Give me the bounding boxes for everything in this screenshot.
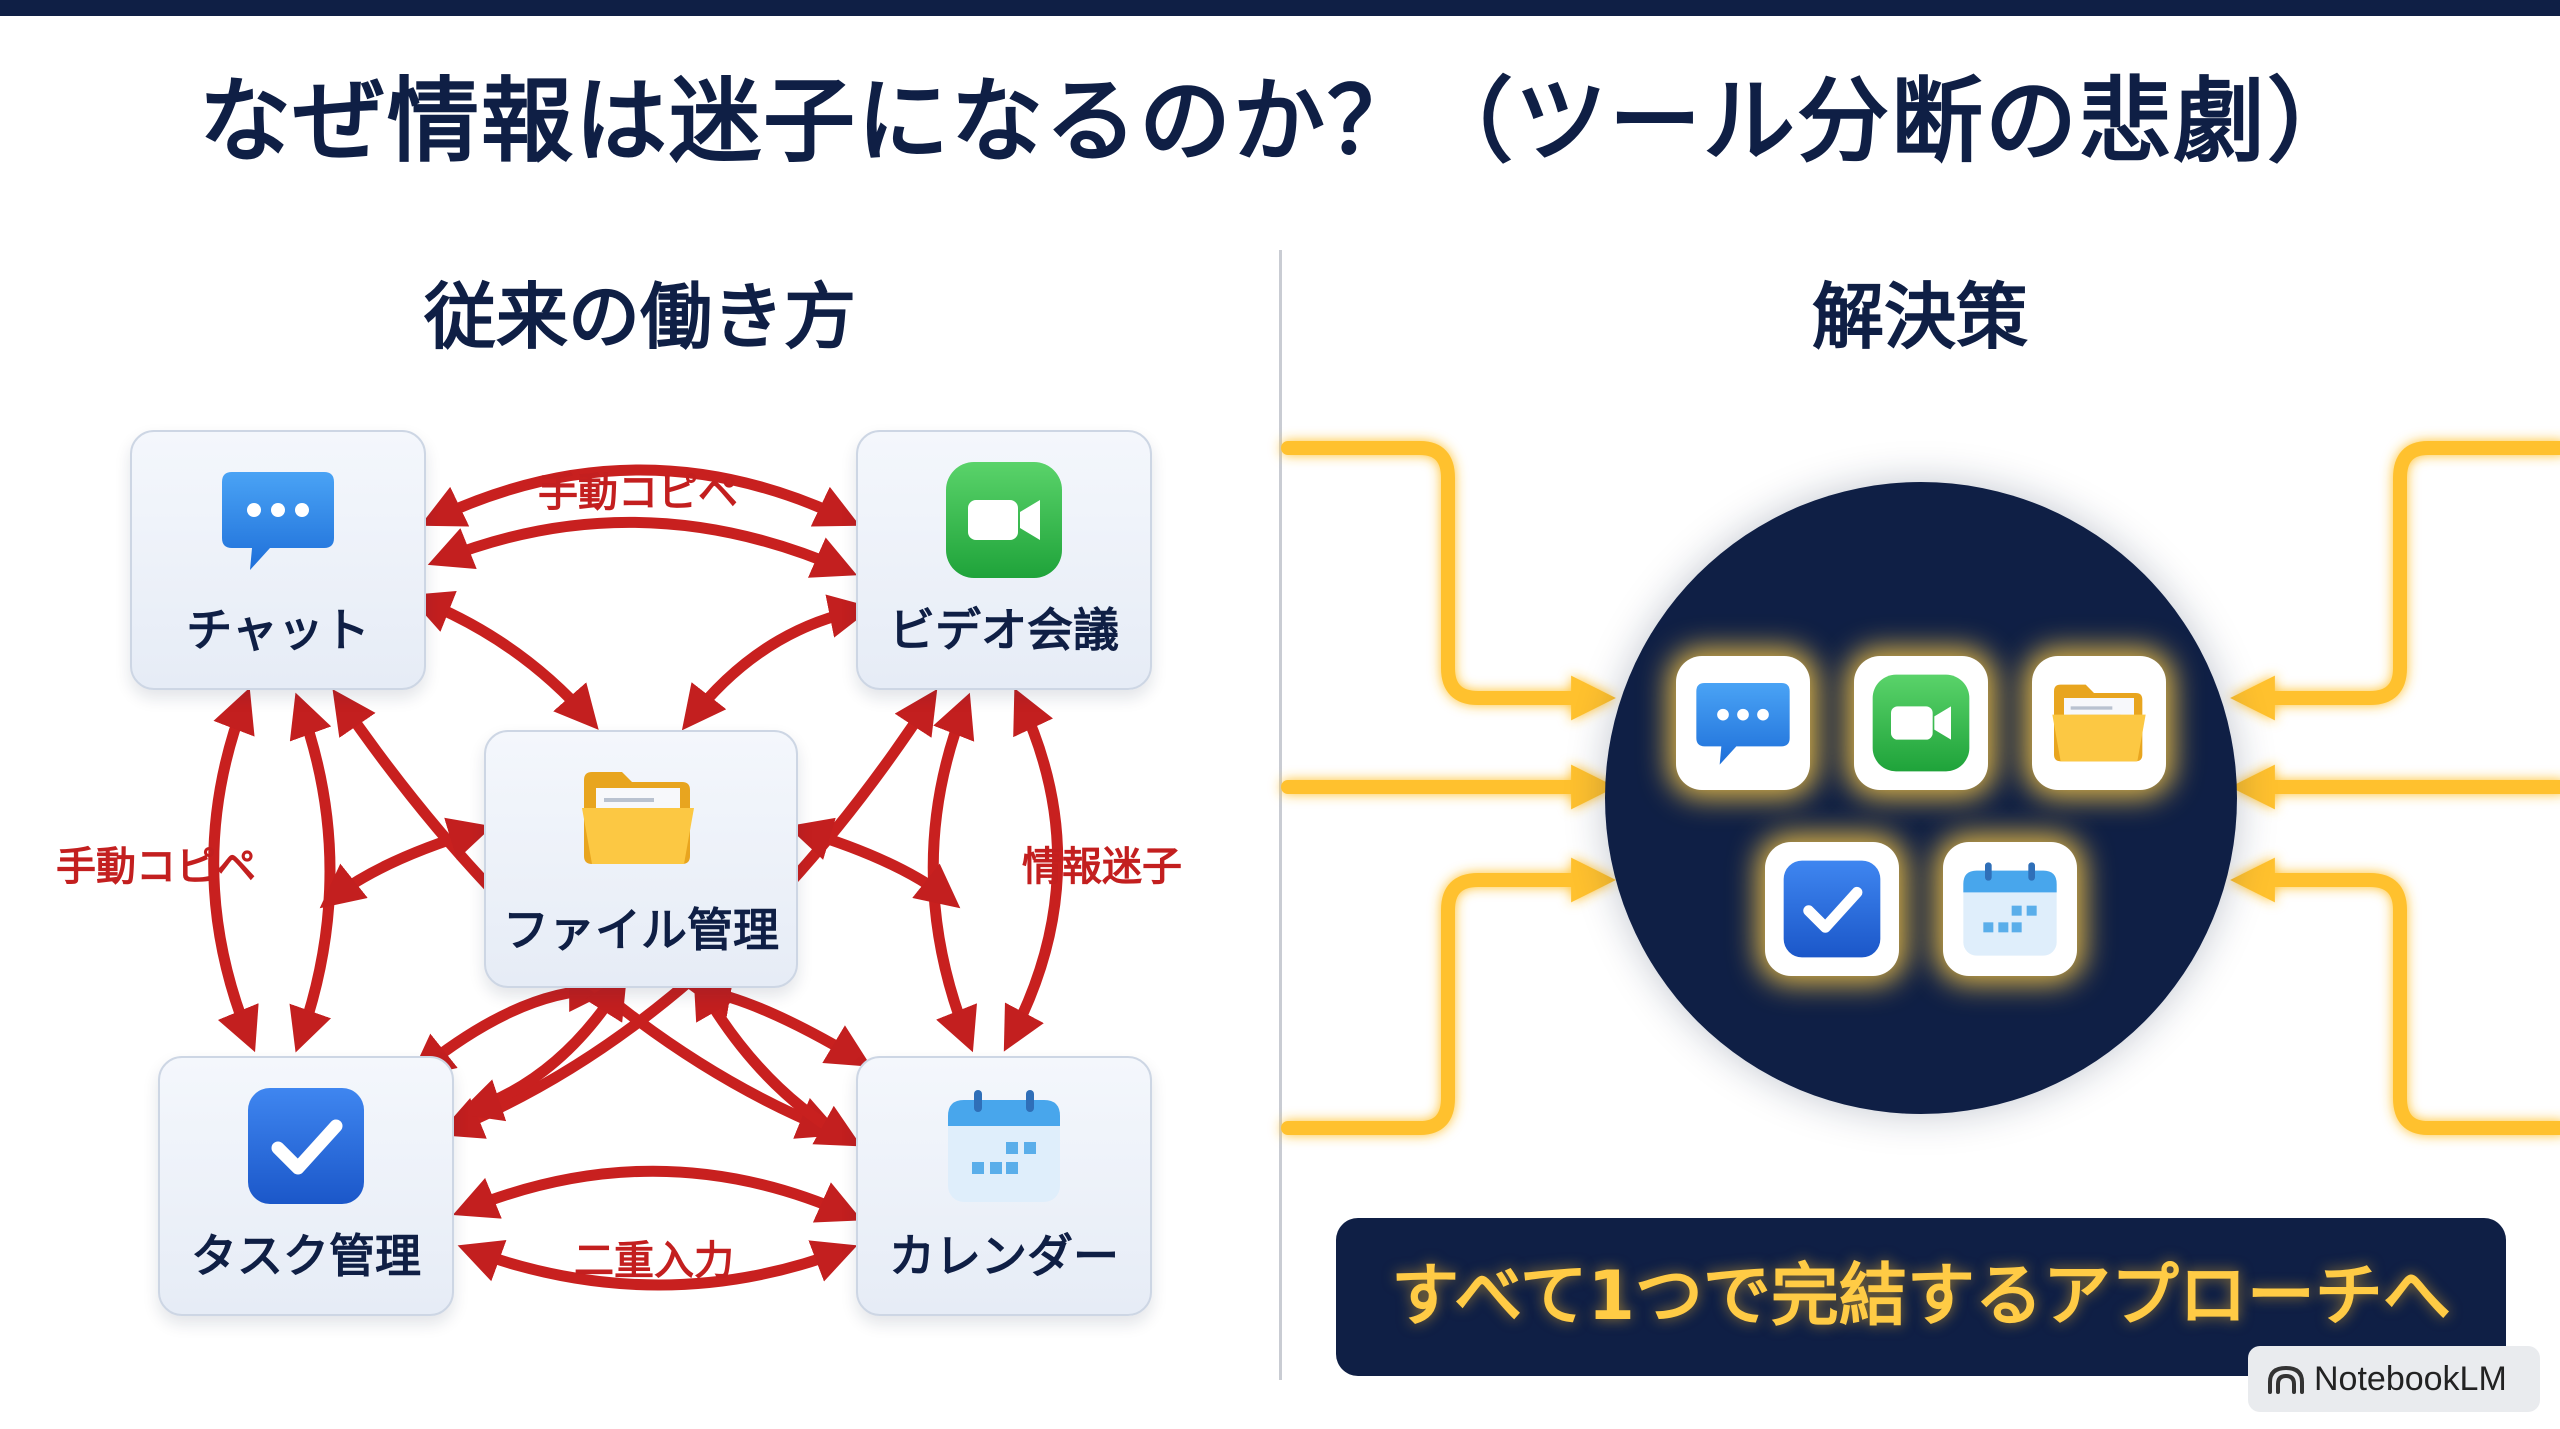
checkbox-icon: [248, 1088, 364, 1204]
hub-tile-video: [1854, 656, 1988, 790]
card-chat-label: チャット: [186, 603, 370, 657]
arrow-chat-video: [420, 464, 860, 527]
card-chat: チャット: [130, 430, 426, 690]
left-heading: 従来の働き方: [423, 275, 856, 359]
card-task: タスク管理: [158, 1056, 454, 1316]
chat-bubble-icon: [1696, 683, 1790, 765]
card-file-label: ファイル管理: [503, 903, 779, 957]
arrow-task-cal-2: [457, 1239, 858, 1291]
arrow-task-cal: [452, 1165, 863, 1223]
folder-icon: [582, 772, 694, 864]
video-camera-icon: [946, 462, 1062, 578]
right-heading: 解決策: [1811, 275, 2028, 359]
notebooklm-logo-icon: [2268, 1365, 2304, 1394]
folder-icon: [2052, 684, 2146, 762]
notebooklm-badge: NotebookLM: [2248, 1346, 2540, 1412]
arrow-file-right: [787, 817, 961, 909]
arrow-file-cal: [693, 973, 862, 1147]
checkbox-icon: [1783, 860, 1881, 958]
calendar-icon: [948, 1090, 1060, 1202]
arrow-video-cal: [1003, 688, 1064, 1052]
card-task-label: タスク管理: [191, 1229, 421, 1283]
label-manual-copy-left: 手動コピペ: [56, 844, 256, 890]
hub-tile-task: [1765, 842, 1899, 976]
card-file: ファイル管理: [484, 730, 798, 988]
label-double-entry: 二重入力: [574, 1238, 734, 1284]
card-video-label: ビデオ会議: [889, 603, 1119, 657]
hub-tile-chat: [1676, 656, 1810, 790]
center-divider: [1279, 250, 1282, 1380]
arrow-chat-task: [208, 687, 259, 1053]
hub-tile-file: [2032, 656, 2166, 790]
calendar-icon: [1963, 862, 2057, 956]
notebooklm-badge-text: NotebookLM: [2314, 1360, 2507, 1398]
top-bar: [0, 0, 2560, 16]
arrow-file-task: [457, 973, 628, 1122]
label-manual-copy-top: 手動コピペ: [538, 470, 738, 516]
chat-bubble-icon: [222, 472, 334, 570]
card-calendar: カレンダー: [856, 1056, 1152, 1316]
arrow-file-left: [319, 817, 493, 909]
card-calendar-label: カレンダー: [889, 1229, 1119, 1283]
hub-tile-calendar: [1943, 842, 2077, 976]
video-camera-icon: [1872, 674, 1970, 772]
arrow-chat-video-2: [427, 516, 858, 578]
page-title: なぜ情報は迷子になるのか？（ツール分断の悲劇）: [198, 68, 2361, 175]
unified-hub-circle: [1605, 482, 2237, 1114]
card-video: ビデオ会議: [856, 430, 1152, 690]
label-info-lost: 情報迷子: [1022, 844, 1182, 890]
solution-banner-text: すべて1つで完結するアプローチへ: [1391, 1257, 2451, 1336]
